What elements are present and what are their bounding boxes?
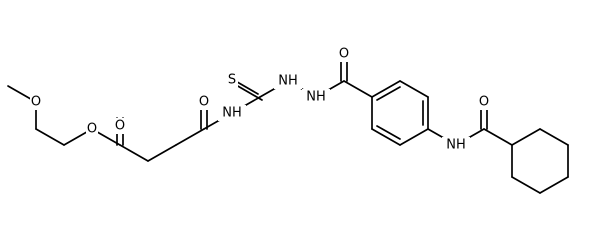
atom-label-layer: O O O O NH S NH NH O NH O (31, 47, 489, 153)
atom-o-ester: O (87, 122, 97, 137)
atom-o-amide-carbonyl: O (199, 95, 209, 110)
bond-ch2-amide-c (175, 128, 205, 146)
bond-ring-inner-1 (376, 86, 401, 101)
bond-chx-1 (511, 128, 541, 146)
bond-chx-2 (539, 128, 569, 146)
bond-ch2-ch2 (35, 128, 65, 146)
bond-carbonyl-cyclohexyl (483, 128, 513, 146)
atom-s-thione: S (228, 73, 236, 88)
bond-ring-5 (371, 128, 401, 146)
bond-ring-1 (371, 80, 401, 98)
atom-nh-hydrazine-b: NH (306, 90, 326, 105)
atom-o-cyclohexyl-carbonyl: O (479, 95, 489, 110)
bond-thio-c-s-2 (235, 84, 263, 101)
bond-ch2-ch2-b (147, 144, 177, 162)
bond-ring-4 (399, 128, 429, 146)
label-mask-layer (30, 46, 490, 153)
bond-ester-c-ch2 (119, 144, 149, 162)
atom-nh-hydrazine-a: NH (278, 74, 298, 89)
atom-o-benzoyl: O (339, 47, 349, 62)
molecule-structure: O O O O NH S NH NH O NH O (7, 46, 569, 194)
bond-benzoyl-c-ring (343, 80, 373, 98)
bond-ring-2 (399, 80, 429, 98)
atom-nh-anilide: NH (446, 138, 466, 153)
atom-nh-thioamide: NH (222, 106, 242, 121)
atom-o-ester-carbonyl: O (115, 119, 125, 134)
bond-chx-4 (539, 176, 569, 194)
bond-ring-inner-3 (376, 125, 401, 140)
bond-chx-5 (511, 176, 541, 194)
structure-canvas: O O O O NH S NH NH O NH O (7, 46, 569, 194)
atom-o-methoxy: O (31, 95, 41, 110)
